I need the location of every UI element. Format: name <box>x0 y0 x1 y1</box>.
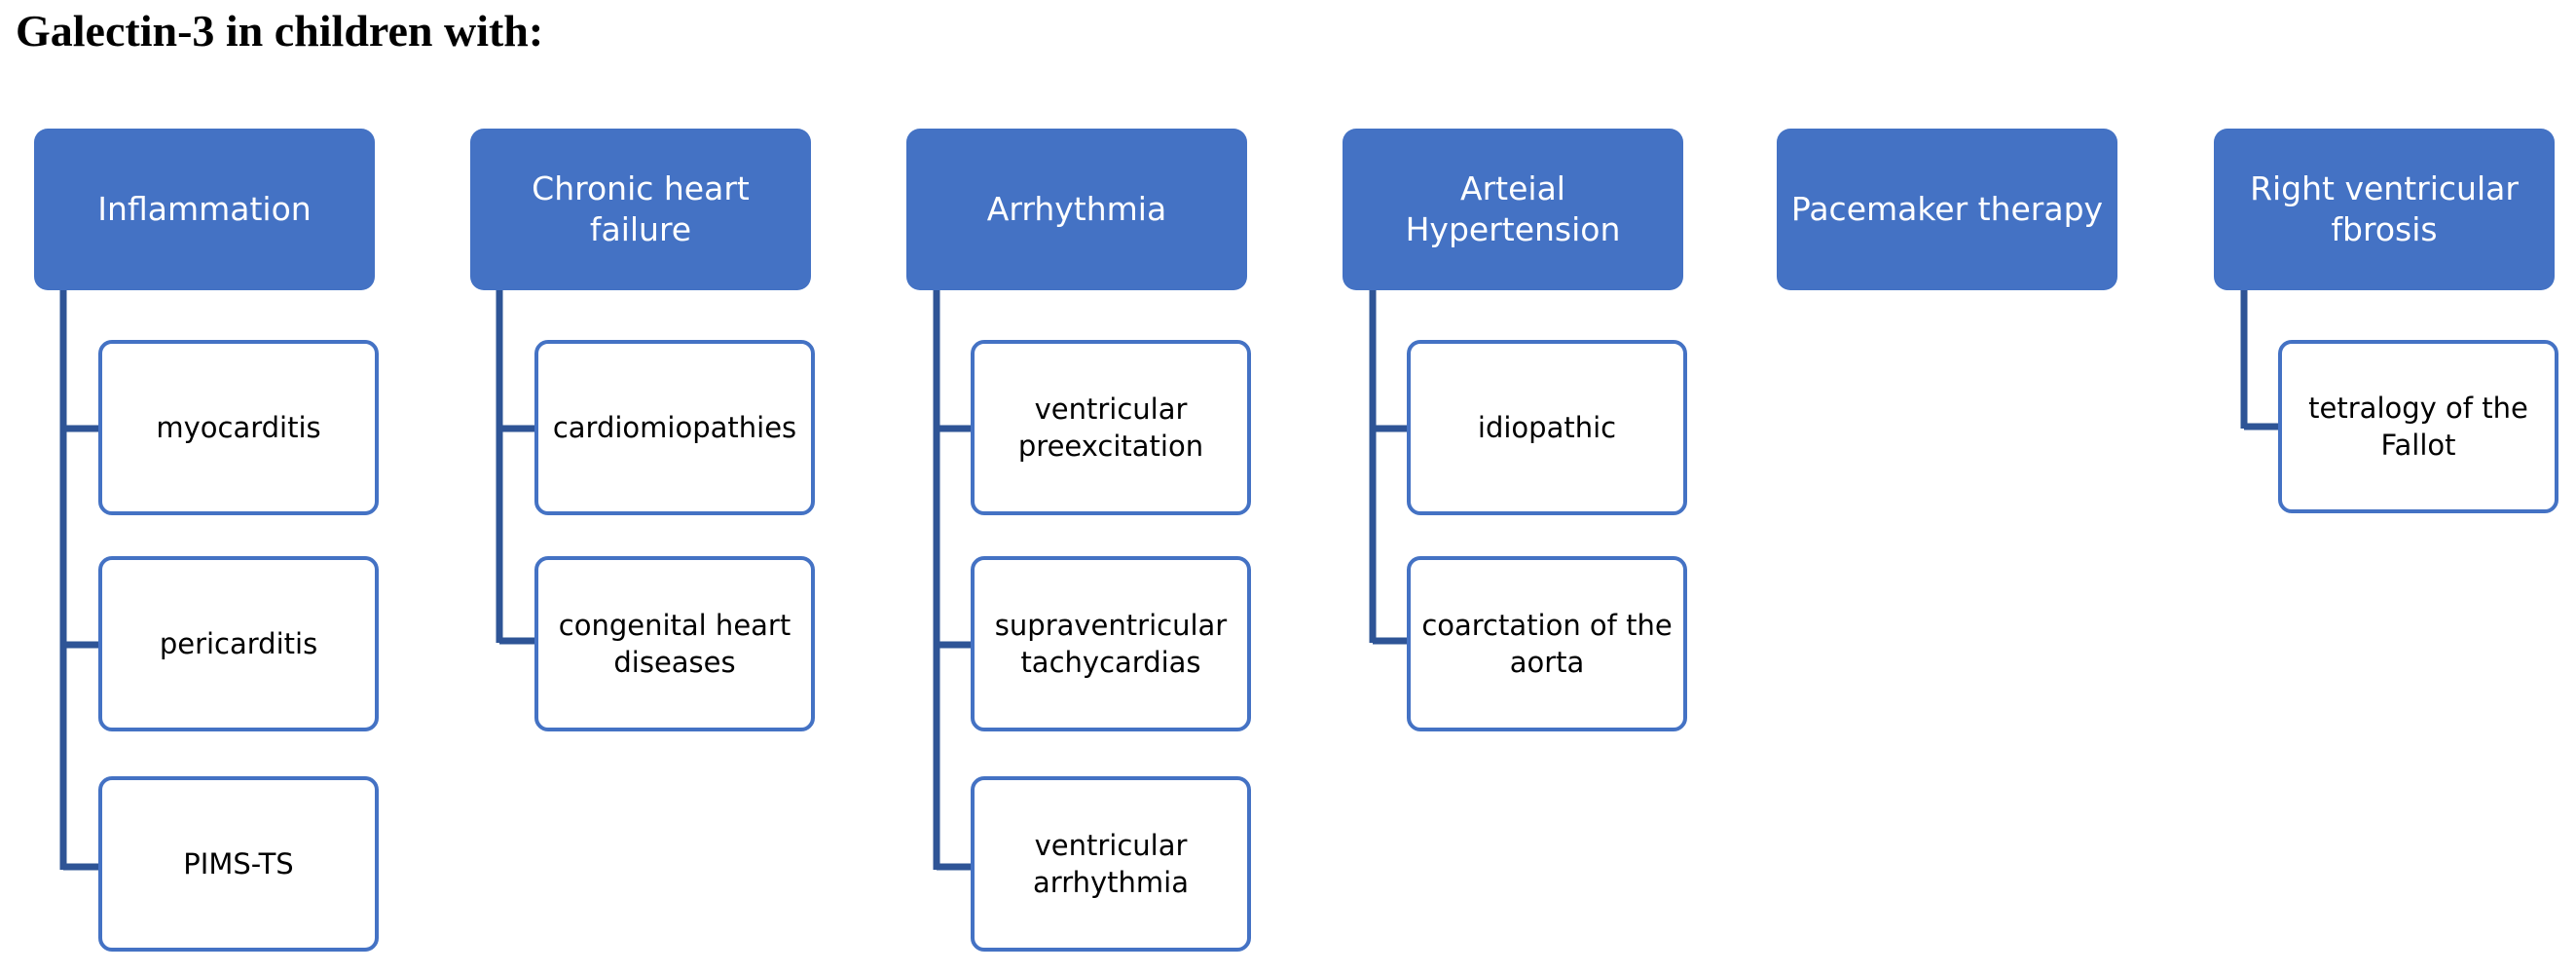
node-label: Chronic heart failure <box>532 169 750 248</box>
node-label: cardiomiopathies <box>552 411 797 444</box>
node-child-cardiomiopathies[interactable]: cardiomiopathies <box>534 340 815 515</box>
node-child-pericarditis[interactable]: pericarditis <box>98 556 379 731</box>
node-child-tetralogy-of-the-fallot[interactable]: tetralogy of the Fallot <box>2278 340 2558 513</box>
node-label: PIMS-TS <box>183 847 294 880</box>
node-label: pericarditis <box>159 627 318 660</box>
node-label: tetralogy of the Fallot <box>2308 392 2528 462</box>
node-child-myocarditis[interactable]: myocarditis <box>98 340 379 515</box>
node-label: congenital heart diseases <box>558 609 791 679</box>
node-label: Arteial Hypertension <box>1405 169 1621 248</box>
node-child-idiopathic[interactable]: idiopathic <box>1407 340 1687 515</box>
node-header-inflammation[interactable]: Inflammation <box>34 129 375 290</box>
node-header-arteial-hypertension[interactable]: Arteial Hypertension <box>1343 129 1683 290</box>
node-label: myocarditis <box>156 411 321 444</box>
node-child-congenital-heart-diseases[interactable]: congenital heart diseases <box>534 556 815 731</box>
node-label: Pacemaker therapy <box>1790 190 2104 228</box>
node-child-pims-ts[interactable]: PIMS-TS <box>98 776 379 952</box>
node-child-coarctation-of-the-aorta[interactable]: coarctation of the aorta <box>1407 556 1687 731</box>
node-header-arrhythmia[interactable]: Arrhythmia <box>906 129 1247 290</box>
node-label: Inflammation <box>97 190 312 228</box>
node-header-right-ventricular-fibrosis[interactable]: Right ventricular fbrosis <box>2214 129 2555 290</box>
node-child-ventricular-arrhythmia[interactable]: ventricular arrhythmia <box>971 776 1251 952</box>
node-child-ventricular-preexcitation[interactable]: ventricular preexcitation <box>971 340 1251 515</box>
node-label: Arrhythmia <box>986 190 1167 228</box>
page-title: Galectin-3 in children with: <box>16 6 544 56</box>
node-label: ventricular arrhythmia <box>1033 829 1189 899</box>
node-label: supraventricular tachycardias <box>994 609 1228 679</box>
node-child-supraventricular-tachycardias[interactable]: supraventricular tachycardias <box>971 556 1251 731</box>
node-label: coarctation of the aorta <box>1421 609 1673 679</box>
node-label: Right ventricular fbrosis <box>2250 169 2519 248</box>
node-label: ventricular preexcitation <box>1017 393 1204 463</box>
node-header-pacemaker-therapy[interactable]: Pacemaker therapy <box>1777 129 2117 290</box>
node-label: idiopathic <box>1477 411 1617 444</box>
node-header-chronic-heart-failure[interactable]: Chronic heart failure <box>470 129 811 290</box>
